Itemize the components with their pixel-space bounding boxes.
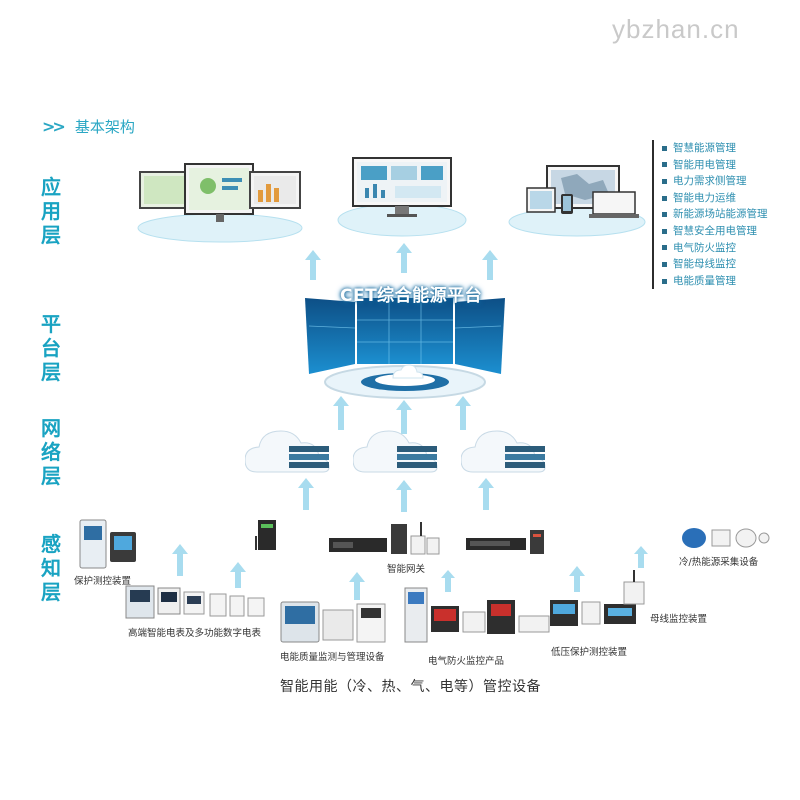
fire-monitoring-devices-illustration xyxy=(404,587,550,643)
feature-label: 智慧能源管理 xyxy=(673,142,736,154)
feature-item: 新能源场站能源管理 xyxy=(662,206,768,223)
feature-item: 智能电力运维 xyxy=(662,190,768,207)
smart-meters-illustration xyxy=(125,585,265,619)
cloud-server-icon xyxy=(245,430,330,473)
platform-screens-illustration xyxy=(305,298,505,399)
feature-item: 电力需求侧管理 xyxy=(662,173,768,190)
bullet-square-icon xyxy=(662,228,667,234)
feature-label: 新能源场站能源管理 xyxy=(673,208,768,221)
busbar-device-illustration xyxy=(623,570,645,605)
feature-item: 智慧能源管理 xyxy=(662,140,768,157)
gateway-rack-illustration xyxy=(329,522,440,555)
device-label-fire: 电气防火监控产品 xyxy=(428,656,505,667)
bullet-square-icon xyxy=(662,178,667,184)
layer-label-perception: 感知层 xyxy=(40,532,62,604)
layer-label-application-text: 应用层 xyxy=(41,175,61,247)
layer-label-platform: 平台层 xyxy=(40,312,62,384)
feature-label: 电能质量管理 xyxy=(673,274,736,287)
switch-rack-illustration xyxy=(466,530,544,554)
bullet-square-icon xyxy=(662,162,667,168)
feature-label: 智慧安全用电管理 xyxy=(673,224,757,237)
layer-label-perception-text: 感知层 xyxy=(41,532,61,604)
devices-illustration-3 xyxy=(508,165,646,237)
feature-item: 电能质量管理 xyxy=(662,273,768,290)
feature-item: 智能用电管理 xyxy=(662,157,768,174)
up-arrow-icon xyxy=(333,396,349,430)
energy-sensors-illustration xyxy=(682,528,770,548)
low-voltage-protection-illustration xyxy=(550,600,636,626)
feature-label: 智能母线监控 xyxy=(673,258,736,271)
gateway-device-illustration xyxy=(255,520,276,550)
up-arrow-icon xyxy=(396,480,412,512)
up-arrow-icon xyxy=(634,546,648,568)
feature-item: 智慧安全用电管理 xyxy=(662,223,768,240)
up-arrow-icon xyxy=(396,400,412,434)
device-label-protection: 保护测控装置 xyxy=(74,576,132,587)
platform-title: CET综合能源平台 xyxy=(340,286,483,306)
monitor-illustration-2 xyxy=(337,157,467,237)
device-label-gateway: 智能网关 xyxy=(387,564,426,575)
feature-item: 电气防火监控 xyxy=(662,240,768,257)
feature-label: 电力需求侧管理 xyxy=(673,175,747,188)
bullet-square-icon xyxy=(662,212,667,218)
layer-label-network-text: 网络层 xyxy=(41,416,61,488)
cloud-server-icon xyxy=(461,430,546,473)
feature-label: 智能用电管理 xyxy=(673,158,736,171)
up-arrow-icon xyxy=(349,572,365,600)
bullet-square-icon xyxy=(662,278,667,284)
bullet-square-icon xyxy=(662,195,667,201)
up-arrow-icon xyxy=(569,566,585,592)
device-label-power-quality: 电能质量监测与管理设备 xyxy=(280,652,385,663)
protection-device-illustration xyxy=(79,519,136,569)
up-arrow-icon xyxy=(230,562,246,588)
double-chevron-icon: >> xyxy=(42,117,66,136)
up-arrow-icon xyxy=(172,544,188,576)
up-arrow-icon xyxy=(478,478,494,510)
cloud-server-icon xyxy=(353,430,438,473)
device-label-meters: 高端智能电表及多功能数字电表 xyxy=(128,628,262,639)
feature-item: 智能母线监控 xyxy=(662,256,768,273)
power-quality-devices-illustration xyxy=(280,601,386,643)
device-label-busbar: 母线监控装置 xyxy=(650,614,708,625)
bullet-square-icon xyxy=(662,145,667,151)
layer-label-network: 网络层 xyxy=(40,416,62,488)
up-arrow-icon xyxy=(298,478,314,510)
up-arrow-icon xyxy=(396,243,412,273)
up-arrow-icon xyxy=(305,250,321,280)
feature-label: 电气防火监控 xyxy=(673,241,736,254)
bullet-square-icon xyxy=(662,245,667,251)
device-label-cooling: 冷/热能源采集设备 xyxy=(679,557,759,568)
device-label-low-voltage: 低压保护测控装置 xyxy=(551,647,628,658)
layer-label-platform-text: 平台层 xyxy=(41,312,61,384)
bullet-square-icon xyxy=(662,261,667,267)
section-title: >> 基本架构 xyxy=(42,116,135,137)
watermark: ybzhan.cn xyxy=(612,14,740,44)
layer-label-application: 应用层 xyxy=(40,175,62,247)
monitors-illustration-1 xyxy=(137,163,303,243)
up-arrow-icon xyxy=(482,250,498,280)
bottom-caption: 智能用能（冷、热、气、电等）管控设备 xyxy=(280,679,541,695)
up-arrow-icon xyxy=(441,570,455,592)
feature-label: 智能电力运维 xyxy=(673,191,736,204)
up-arrow-icon xyxy=(455,396,471,430)
feature-list: 智慧能源管理 智能用电管理 电力需求侧管理 智能电力运维 新能源场站能源管理 智… xyxy=(652,140,768,290)
section-title-text: 基本架构 xyxy=(74,118,135,136)
